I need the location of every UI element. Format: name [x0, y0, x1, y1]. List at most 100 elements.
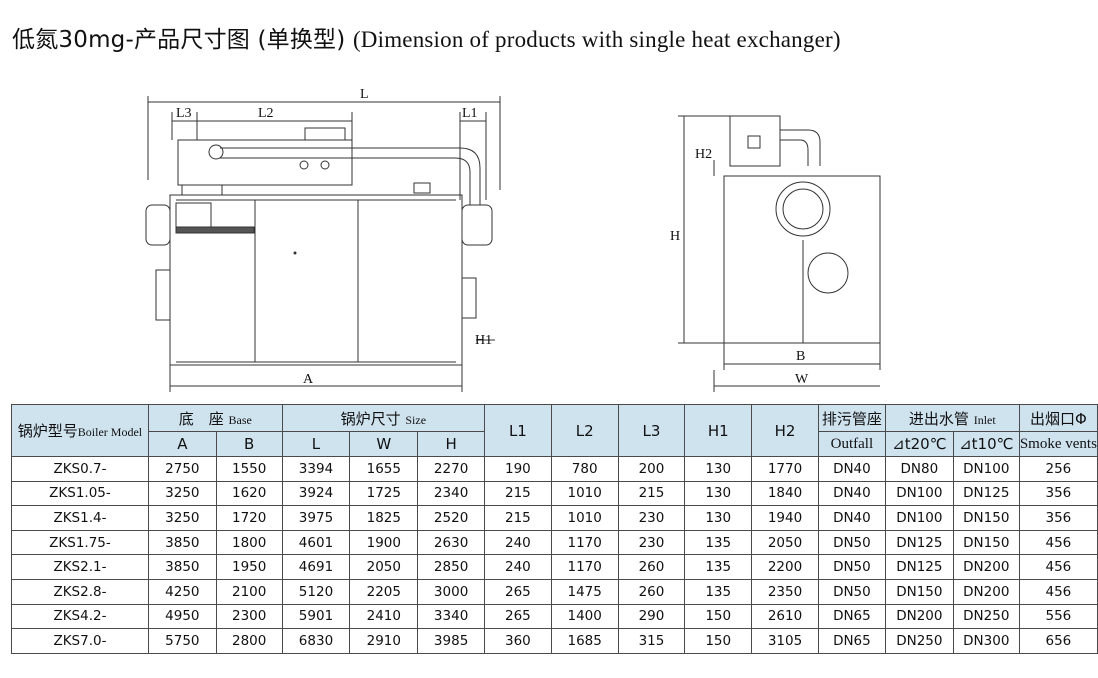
cell-smoke: 456 — [1018, 578, 1098, 605]
header-A: A — [147, 431, 217, 457]
cell-outfall: DN50 — [817, 529, 886, 556]
cell-b: 2800 — [215, 628, 283, 654]
cell-h1: 130 — [684, 505, 753, 531]
cell-h: 2630 — [417, 529, 486, 556]
cell-w: 1655 — [349, 456, 419, 482]
cell-model: ZKS4.2- — [11, 603, 149, 630]
cell-h2: 2050 — [751, 529, 819, 556]
cell-w: 2410 — [349, 603, 419, 630]
cell-dt20: DN250 — [884, 628, 954, 654]
cell-a: 3250 — [147, 480, 217, 507]
cell-dt10: DN125 — [952, 480, 1020, 507]
cell-h: 2340 — [417, 480, 486, 507]
header-dt10: ⊿t10℃ — [952, 431, 1020, 457]
cell-h: 2270 — [417, 456, 486, 482]
page-title: 低氮30mg-产品尺寸图 (单换型) (Dimension of product… — [12, 20, 841, 54]
cell-h: 2850 — [417, 554, 486, 580]
cell-model: ZKS1.75- — [11, 529, 149, 556]
cell-smoke: 356 — [1018, 480, 1098, 507]
cell-a: 5750 — [147, 628, 217, 654]
cell-w: 1825 — [349, 505, 419, 531]
cell-l2: 1170 — [550, 529, 619, 556]
cell-l2: 1010 — [550, 505, 619, 531]
front-view: L L3 L2 L1 — [145, 87, 501, 392]
dim-label-B: B — [796, 349, 805, 364]
cell-l1: 265 — [484, 578, 552, 605]
cell-outfall: DN40 — [817, 480, 886, 507]
cell-l: 3394 — [281, 456, 351, 482]
header-inlet: 进出水管 Inlet — [884, 404, 1020, 432]
cell-l3: 200 — [617, 456, 686, 482]
cell-w: 2205 — [349, 578, 419, 605]
header-H1: H1 — [684, 404, 753, 457]
cell-h2: 1770 — [751, 456, 819, 482]
cell-smoke: 356 — [1018, 505, 1098, 531]
spec-table: 锅炉型号Boiler Model 底 座 Base 锅炉尺寸 Size L1 L… — [11, 404, 1098, 654]
cell-h: 2520 — [417, 505, 486, 531]
cell-h2: 2350 — [751, 578, 819, 605]
cell-a: 3850 — [147, 554, 217, 580]
cell-h1: 135 — [684, 554, 753, 580]
title-cn: 低氮30mg-产品尺寸图 (单换型) — [12, 27, 346, 53]
dim-label-W: W — [795, 372, 809, 387]
cell-l2: 780 — [550, 456, 619, 482]
header-L1: L1 — [484, 404, 552, 457]
cell-l3: 230 — [617, 505, 686, 531]
header-outfall-cn: 排污管座 — [817, 404, 886, 432]
cell-h2: 2200 — [751, 554, 819, 580]
cell-l3: 260 — [617, 578, 686, 605]
cell-l: 3924 — [281, 480, 351, 507]
cell-l1: 265 — [484, 603, 552, 630]
header-H: H — [417, 431, 486, 457]
cell-l3: 230 — [617, 529, 686, 556]
cell-l2: 1170 — [550, 554, 619, 580]
cell-h1: 135 — [684, 578, 753, 605]
cell-h1: 135 — [684, 529, 753, 556]
dim-label-L1: L1 — [462, 106, 478, 121]
header-smoke-en: Smoke vents — [1018, 431, 1098, 457]
dim-label-L2: L2 — [258, 106, 274, 121]
cell-b: 1620 — [215, 480, 283, 507]
cell-dt10: DN150 — [952, 529, 1020, 556]
cell-h2: 3105 — [751, 628, 819, 654]
cell-l3: 315 — [617, 628, 686, 654]
cell-h1: 150 — [684, 603, 753, 630]
header-L3: L3 — [617, 404, 686, 457]
cell-h2: 2610 — [751, 603, 819, 630]
cell-b: 1800 — [215, 529, 283, 556]
header-B: B — [215, 431, 283, 457]
cell-smoke: 256 — [1018, 456, 1098, 482]
header-dt20: ⊿t20℃ — [884, 431, 954, 457]
cell-a: 4950 — [147, 603, 217, 630]
cell-model: ZKS1.05- — [11, 480, 149, 507]
cell-l2: 1475 — [550, 578, 619, 605]
cell-outfall: DN50 — [817, 554, 886, 580]
cell-w: 1725 — [349, 480, 419, 507]
dim-label-A: A — [303, 372, 314, 387]
cell-dt20: DN125 — [884, 529, 954, 556]
cell-smoke: 556 — [1018, 603, 1098, 630]
header-L2: L2 — [550, 404, 619, 457]
dim-label-H2: H2 — [695, 147, 712, 162]
cell-dt20: DN125 — [884, 554, 954, 580]
cell-dt10: DN150 — [952, 505, 1020, 531]
cell-l1: 215 — [484, 480, 552, 507]
cell-h: 3985 — [417, 628, 486, 654]
header-L: L — [281, 431, 351, 457]
cell-l1: 360 — [484, 628, 552, 654]
cell-w: 2910 — [349, 628, 419, 654]
cell-a: 3850 — [147, 529, 217, 556]
cell-l: 4601 — [281, 529, 351, 556]
cell-model: ZKS2.1- — [11, 554, 149, 580]
cell-a: 2750 — [147, 456, 217, 482]
header-W: W — [349, 431, 419, 457]
cell-dt10: DN250 — [952, 603, 1020, 630]
header-size: 锅炉尺寸 Size — [281, 404, 486, 432]
